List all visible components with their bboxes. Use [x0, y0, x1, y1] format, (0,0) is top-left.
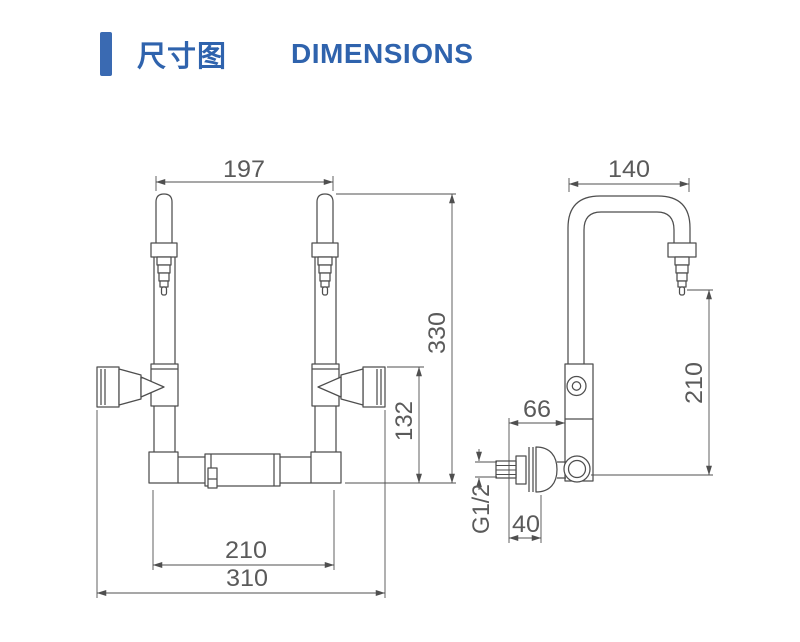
- dim-label-310: 310: [226, 565, 268, 592]
- bleed-screw: [207, 467, 218, 489]
- dim-front-base-span: 210: [152, 490, 335, 570]
- lock-nut: [515, 455, 527, 485]
- dim-label-330: 330: [424, 312, 451, 354]
- dim-label-140: 140: [608, 156, 650, 183]
- left-handle: [96, 366, 165, 408]
- right-outlet-nozzle: [311, 193, 339, 296]
- dim-front-handle-height: 132: [387, 366, 424, 484]
- dim-side-spout-reach: 140: [568, 156, 690, 192]
- page-title-zh: 尺寸图: [137, 41, 228, 73]
- dim-label-197: 197: [223, 156, 265, 183]
- escutcheon-flange: [535, 446, 558, 493]
- dim-label-40: 40: [512, 511, 540, 538]
- dim-label-210-front: 210: [225, 537, 267, 564]
- left-riser: [153, 257, 176, 452]
- dim-front-top-width: 197: [155, 156, 334, 191]
- right-handle: [317, 366, 386, 408]
- dim-front-overall-height: 330: [336, 193, 456, 484]
- accent-bar: [100, 32, 112, 76]
- side-view: 140 210 66 G1/2: [468, 156, 713, 543]
- dim-label-66: 66: [523, 396, 551, 423]
- section-header: 尺寸图 DIMENSIONS: [100, 32, 473, 76]
- right-riser: [314, 257, 337, 452]
- front-view: 197 330 132 210: [96, 156, 456, 598]
- wall-mount-shank: [495, 446, 566, 493]
- dim-side-wall-offset: 66: [508, 396, 566, 543]
- dim-label-210-side: 210: [681, 362, 708, 404]
- dim-front-overall-width: 310: [96, 410, 386, 598]
- gooseneck-spout: [567, 195, 697, 364]
- dim-side-thread-size: G1/2: [468, 449, 497, 534]
- bottom-manifold: [148, 451, 342, 489]
- left-outlet-nozzle: [150, 193, 178, 296]
- page-title-en: DIMENSIONS: [291, 38, 474, 69]
- dim-label-g12: G1/2: [468, 484, 495, 534]
- dim-side-shank-length: 40: [508, 495, 542, 543]
- dim-label-132: 132: [391, 401, 418, 441]
- dim-side-spout-drop: 210: [591, 289, 713, 476]
- faucet-body: [563, 363, 594, 483]
